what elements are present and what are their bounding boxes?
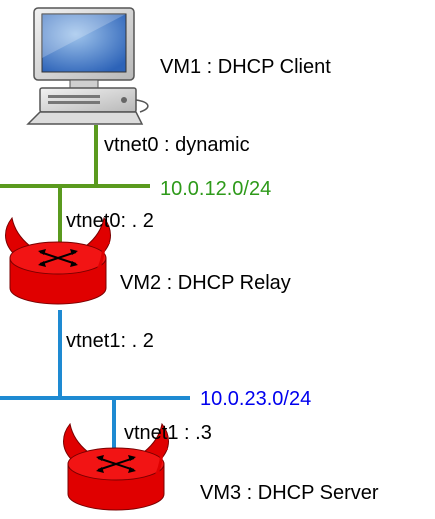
vm1-interface-label: vtnet0 : dynamic xyxy=(104,134,250,156)
vm2-interface-top-label: vtnet0: . 2 xyxy=(66,210,154,232)
vm2-interface-bottom-label: vtnet1: . 2 xyxy=(66,330,154,352)
computer-icon xyxy=(26,7,149,125)
network-segment-1 xyxy=(0,125,150,252)
vm1-label: VM1 : DHCP Client xyxy=(160,56,331,78)
network-2-label: 10.0.23.0/24 xyxy=(200,388,312,410)
vm3-interface-label: vtnet1 : .3 xyxy=(124,422,212,444)
network-1-label: 10.0.12.0/24 xyxy=(160,178,272,200)
vm2-label: VM2 : DHCP Relay xyxy=(120,272,291,294)
vm3-label: VM3 : DHCP Server xyxy=(200,482,379,504)
